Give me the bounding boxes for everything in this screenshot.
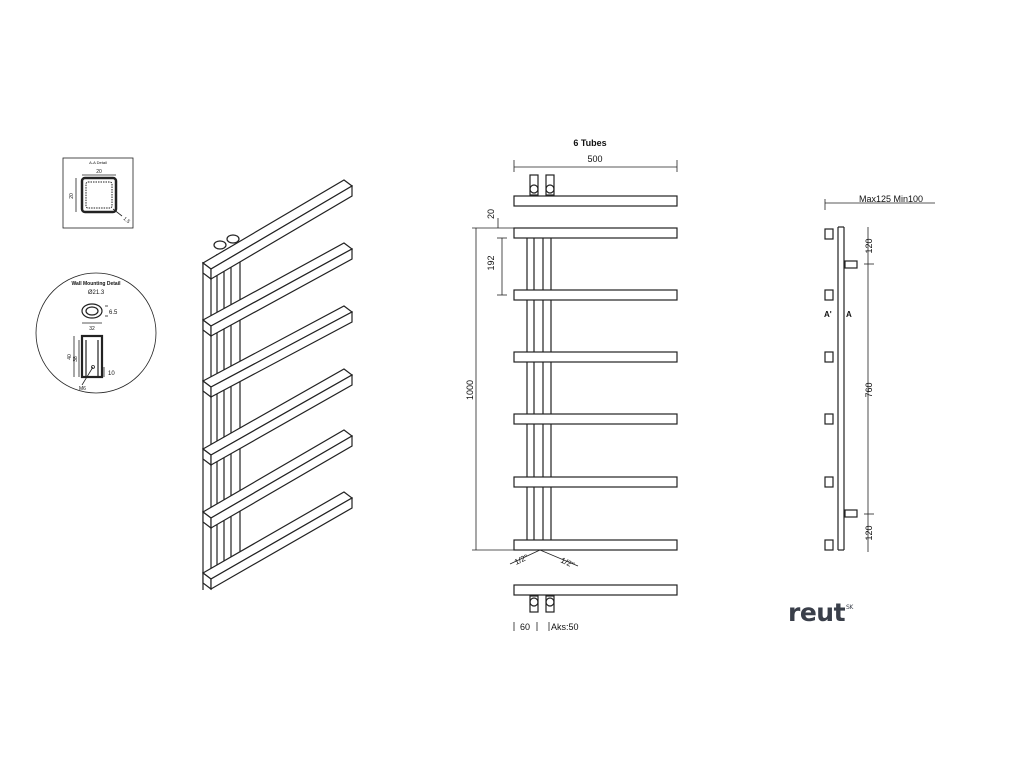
front-bar xyxy=(513,227,678,239)
wall-mount-width: 32 xyxy=(89,326,95,332)
front-bar xyxy=(513,584,678,596)
side-section-mark-right: A xyxy=(846,310,852,319)
wall-mount-depth: 10 xyxy=(108,371,115,377)
front-valve-leader xyxy=(539,549,579,567)
side-tube xyxy=(824,413,834,425)
wall-mount-hole: 6.5 xyxy=(109,310,118,316)
side-view: Max125 Min100 A' A 120 760 120 xyxy=(824,194,935,552)
front-valve-right-label: 1/2" xyxy=(559,556,576,570)
side-section-mark-left: A' xyxy=(824,310,832,319)
front-bar xyxy=(513,476,678,488)
front-bar xyxy=(513,413,678,425)
side-bottom-offset: 120 xyxy=(864,525,874,540)
screw-point xyxy=(91,365,95,369)
side-bracket-distance: 760 xyxy=(864,382,874,397)
section-width-label: 20 xyxy=(96,169,102,175)
iso-bar xyxy=(201,305,354,399)
wall-mount-title: Wall Mounting Detail xyxy=(72,281,122,287)
section-detail-frame xyxy=(62,157,134,229)
front-height-label: 1000 xyxy=(465,380,475,400)
iso-valve-right xyxy=(226,234,240,244)
section-height-label: 20 xyxy=(69,193,75,199)
front-view-title: 6 Tubes xyxy=(573,138,606,148)
isometric-view xyxy=(201,179,354,591)
front-top-valve-right xyxy=(545,174,555,196)
brand-suffix: SK xyxy=(846,604,853,611)
iso-bar xyxy=(201,368,354,467)
front-top-valve-nut xyxy=(545,184,555,194)
front-top-valve-nut xyxy=(529,184,539,194)
brand-name: reut xyxy=(788,598,846,627)
front-valve-left-label: 1/2" xyxy=(513,553,530,567)
front-bottom-valve-nut xyxy=(529,597,539,607)
wall-mount-screw: M6 xyxy=(79,386,86,392)
side-top-offset: 120 xyxy=(864,238,874,253)
side-bracket-top xyxy=(844,260,858,269)
wall-mount-inner-height: 38 xyxy=(73,356,79,362)
iso-valve-left xyxy=(213,240,227,250)
tube-section-inner xyxy=(85,181,113,209)
iso-bar xyxy=(201,179,354,281)
side-tube xyxy=(824,228,834,240)
side-tube xyxy=(824,476,834,488)
side-tube xyxy=(824,289,834,301)
section-detail: A-A Detail 20 20 1.5 xyxy=(62,157,134,229)
side-bracket-bottom xyxy=(844,509,858,518)
iso-bar xyxy=(201,429,354,530)
front-width-label: 500 xyxy=(587,154,602,164)
wall-mount-outer-height: 40 xyxy=(67,354,73,360)
wall-mount-diameter: Ø21.3 xyxy=(88,290,105,296)
iso-bar xyxy=(201,242,354,338)
front-bar xyxy=(513,195,678,207)
side-tube xyxy=(824,351,834,363)
wall-mount-ring-inner xyxy=(85,306,99,316)
wall-mount-circle xyxy=(35,272,157,394)
front-bar xyxy=(513,539,678,551)
section-wall-label: 1.5 xyxy=(122,216,131,225)
front-bottom-offset: 60 xyxy=(520,622,530,632)
front-bar xyxy=(513,351,678,363)
brand-logo: reutSK xyxy=(788,598,853,627)
screw-leader xyxy=(81,366,94,386)
front-spacing-label: 192 xyxy=(486,255,496,270)
section-detail-title: A-A Detail xyxy=(89,160,107,165)
front-valve-leader xyxy=(509,549,541,565)
bracket-outline xyxy=(80,334,104,379)
section-wall-leader xyxy=(112,208,123,217)
front-bottom-valve-nut xyxy=(545,597,555,607)
front-view: 6 Tubes 500 20 192 xyxy=(465,138,678,632)
wall-mount-ring-outer xyxy=(81,303,103,319)
front-gap-label: 20 xyxy=(486,209,496,219)
front-bar xyxy=(513,289,678,301)
wall-mount-detail: Wall Mounting Detail Ø21.3 6.5 32 40 38 … xyxy=(35,272,157,394)
iso-bar xyxy=(201,491,354,591)
front-top-valve-left xyxy=(529,174,539,196)
front-axis-distance: Aks:50 xyxy=(551,622,579,632)
side-depth-label: Max125 Min100 xyxy=(859,194,923,204)
side-tube xyxy=(824,539,834,551)
